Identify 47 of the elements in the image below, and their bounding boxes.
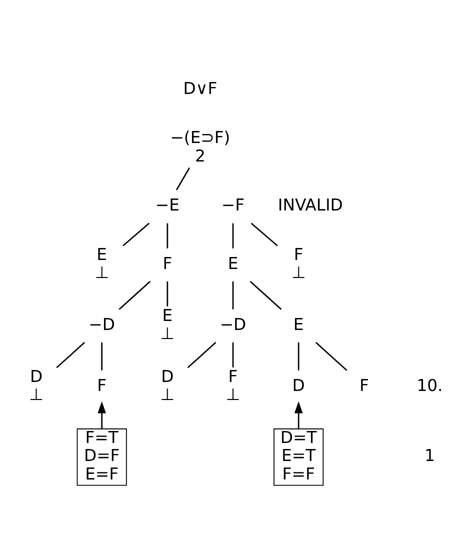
connector (166, 280, 168, 306)
connector (118, 280, 151, 310)
connector (166, 222, 168, 248)
node-label: ⊥ (29, 384, 44, 404)
label: 1 (424, 446, 435, 465)
node-text: F (162, 253, 172, 272)
connector (298, 342, 300, 370)
connector (187, 341, 216, 368)
connector (176, 166, 190, 190)
node-text: −E (155, 195, 180, 214)
node-text: D (292, 375, 305, 394)
node-label: ⊥ (94, 262, 109, 282)
node-text: E (96, 244, 108, 264)
connector (232, 280, 234, 309)
label: INVALID (278, 195, 343, 214)
node-text: E (228, 253, 238, 272)
connector (315, 341, 348, 370)
node-text: E (293, 314, 304, 334)
node-text: F (228, 366, 238, 386)
node-label: 2 (195, 146, 206, 165)
label: 10. (416, 375, 443, 394)
node-text: −D (88, 314, 116, 334)
node-text: −D (220, 314, 246, 334)
connector (101, 342, 103, 370)
node-label: ⊥ (160, 324, 175, 343)
connector (232, 342, 234, 367)
node-label: ⊥ (226, 384, 240, 404)
node-box: D=T E=T F=F (274, 428, 324, 486)
node-text: D (30, 366, 43, 386)
node-text: −(E⊃F) (170, 128, 230, 147)
node-text: −F (221, 195, 245, 214)
node-text: F (97, 375, 107, 394)
connector (250, 222, 278, 246)
node-label: ⊥ (291, 262, 306, 282)
node-text: E (162, 305, 173, 324)
node-text: D∨F (183, 78, 218, 98)
node-box: F=T D=F E=F (76, 428, 127, 486)
node-label: ⊥ (160, 384, 175, 404)
connector (250, 280, 282, 310)
connector (232, 222, 234, 248)
node-text: F (359, 375, 369, 394)
connector (122, 222, 150, 246)
connector (56, 341, 86, 368)
arrow (98, 400, 106, 428)
node-text: F (294, 244, 304, 264)
node-text: D (161, 366, 174, 386)
arrow (294, 400, 303, 428)
